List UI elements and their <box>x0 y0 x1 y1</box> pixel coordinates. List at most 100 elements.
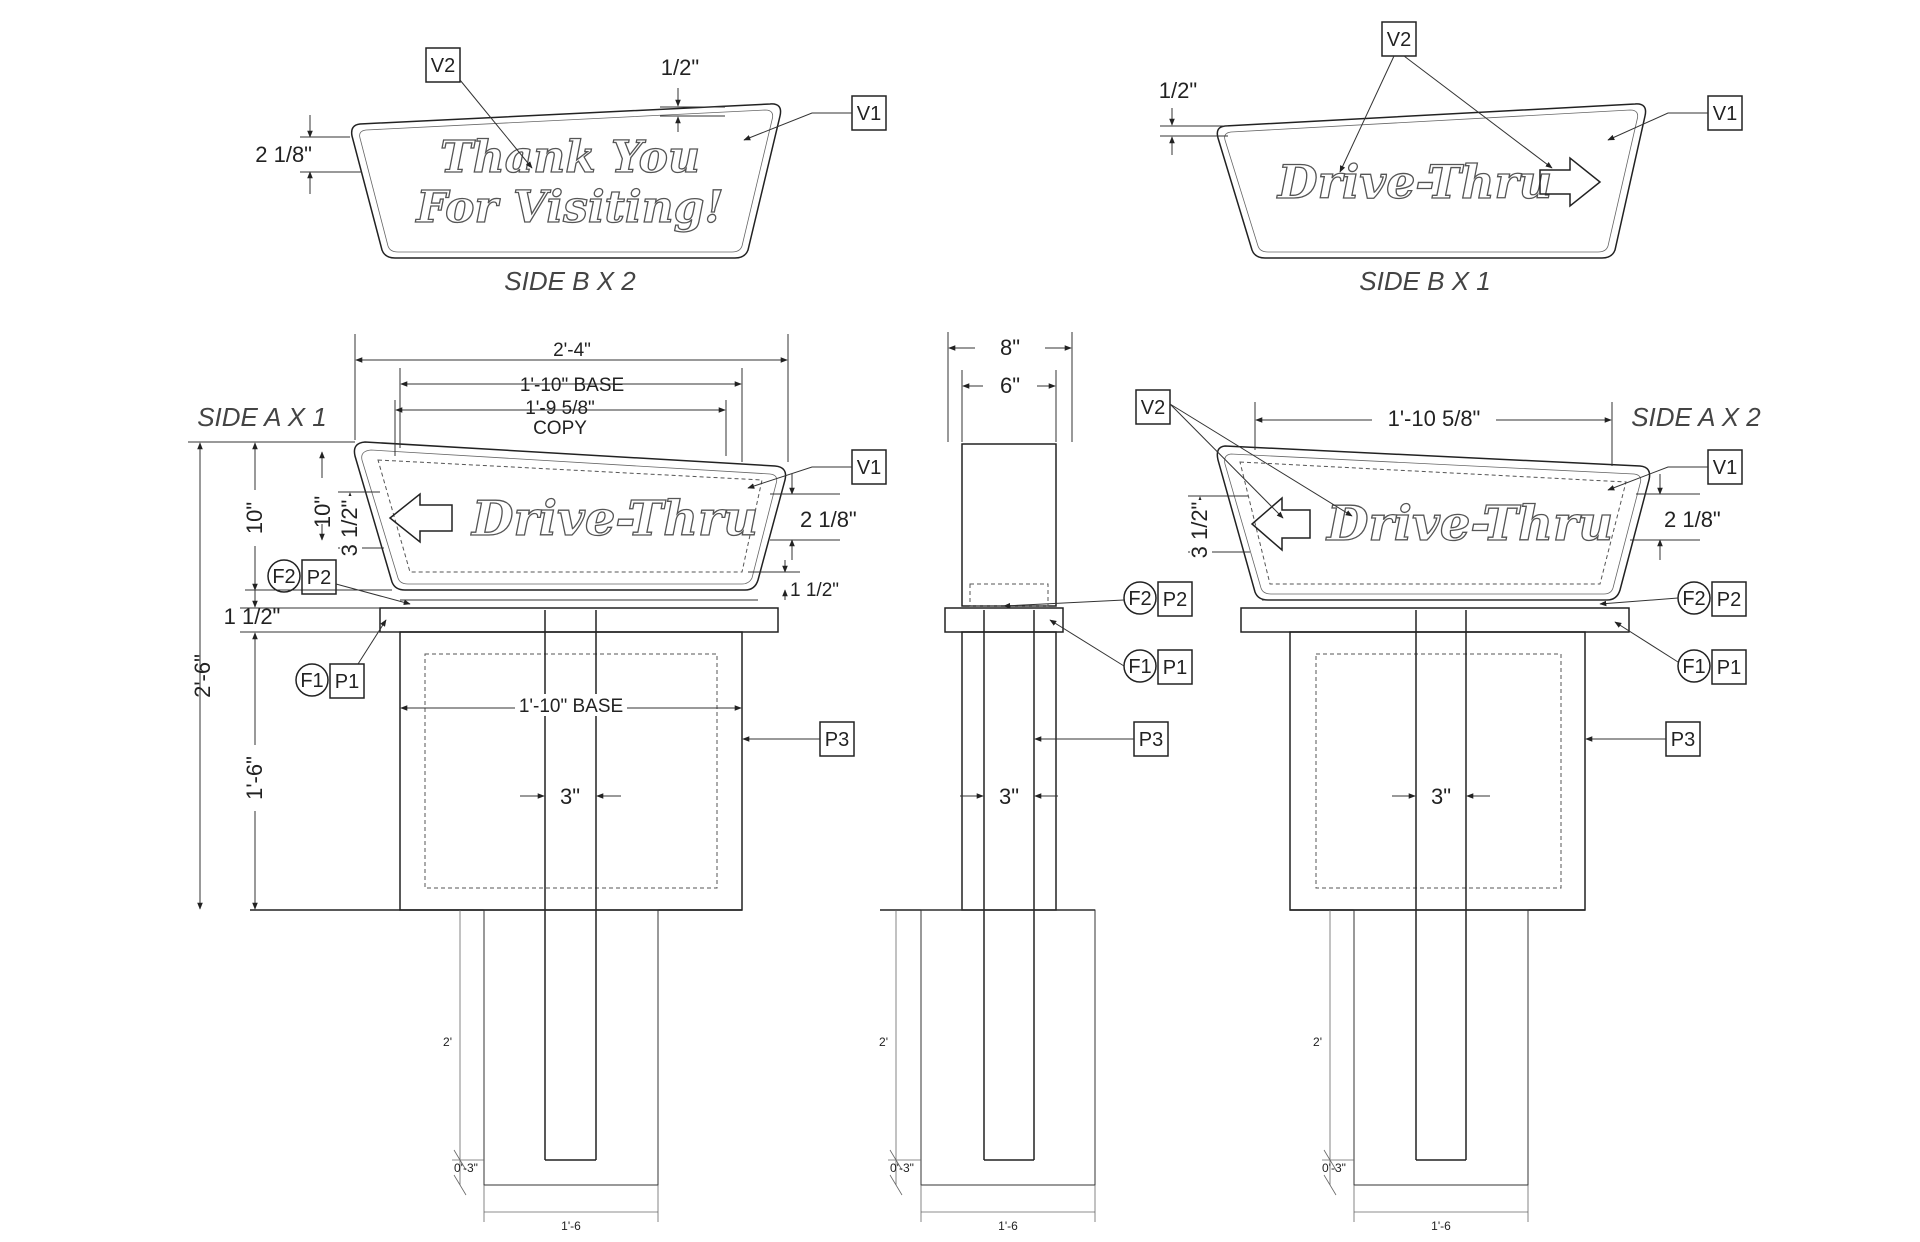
cabinet-inner <box>1315 653 1562 889</box>
leader-line <box>743 112 852 141</box>
dim-arrow: 3 1/2" <box>337 500 362 557</box>
tag-p1: P1 <box>1717 657 1741 679</box>
dim-label-bg <box>1190 500 1212 562</box>
tag-p2: P2 <box>1717 589 1741 611</box>
tag-f2: F2 <box>1682 588 1705 610</box>
dim-label-bg <box>515 694 627 716</box>
tag-p3: P3 <box>1139 729 1163 751</box>
copy: Drive-Thru <box>1276 155 1552 209</box>
copy-line-1: Thank You <box>440 132 700 183</box>
copy: Drive-Thru <box>470 491 758 547</box>
tag-v1: V1 <box>1713 103 1737 125</box>
arrow-right-icon <box>1539 156 1602 208</box>
dim-copy-label: COPY <box>533 418 587 439</box>
leader-line <box>1003 599 1125 609</box>
sign-panel <box>353 441 787 591</box>
copy-line-2: For Visiting! <box>414 182 723 233</box>
dim-label-bg <box>240 490 270 546</box>
tag-circle <box>1677 649 1711 683</box>
dim-post: 3" <box>560 784 580 809</box>
arrow-left-icon <box>1250 496 1311 552</box>
dim-bottom-gap: 1 1/2" <box>790 580 839 601</box>
arrow-left-icon <box>388 492 453 544</box>
tag-circle <box>1123 581 1157 615</box>
tag-v2: V2 <box>1141 397 1165 419</box>
tag-p3: P3 <box>1671 729 1695 751</box>
dim-footing-w: 1'-6 <box>998 1219 1018 1233</box>
tag-p2: P2 <box>307 567 331 589</box>
tag-v1: V1 <box>1713 457 1737 479</box>
tag-p1: P1 <box>1163 657 1187 679</box>
caption: SIDE B X 2 <box>504 266 636 296</box>
sign-panel-inner <box>359 109 774 253</box>
tag-f1: F1 <box>300 670 323 692</box>
leader-line <box>357 619 387 665</box>
leader-line <box>1049 619 1125 667</box>
sign-cabinet-side-inner <box>969 583 1049 607</box>
dim-footing-offset: 0'-3" <box>454 1161 478 1175</box>
tag-box <box>1135 389 1171 425</box>
tag-box <box>1711 581 1747 617</box>
dim-base: 1'-10" BASE <box>520 375 624 396</box>
footing <box>920 909 1096 1186</box>
side-b-right-elevation: Drive-Thru SIDE B X 1 1/2" V2 V1 <box>1159 21 1743 296</box>
leader-line <box>1607 466 1708 491</box>
dim-right: 2 1/8" <box>800 507 857 532</box>
dim-sign-height: 10" <box>242 502 267 534</box>
copy-area-outline <box>377 459 763 573</box>
dim-tick <box>1323 1149 1337 1171</box>
tag-f1: F1 <box>1128 656 1151 678</box>
sign-panel-inner <box>1224 109 1639 253</box>
dim-tick <box>889 1149 903 1171</box>
copy-area-outline <box>1239 461 1627 585</box>
dim-overall: 2'-4" <box>553 340 591 361</box>
dim-total-height: 2'-6" <box>190 654 215 698</box>
leader-line <box>1403 55 1553 169</box>
leader-line <box>1169 403 1353 517</box>
dim-tick <box>1323 1174 1337 1196</box>
dim-footing-h: 2' <box>879 1035 888 1049</box>
dim-footing-h: 2' <box>443 1035 452 1049</box>
tag-f1: F1 <box>1682 656 1705 678</box>
cabinet-inner <box>424 653 718 889</box>
dim-footing-w: 1'-6 <box>1431 1219 1451 1233</box>
dim-cabinet-base: 1'-10" BASE <box>519 696 623 717</box>
dim-top: 1/2" <box>1159 78 1197 103</box>
caption: SIDE B X 1 <box>1359 266 1491 296</box>
tag-v1: V1 <box>857 457 881 479</box>
leader-line <box>1599 597 1679 607</box>
copy: Drive-Thru <box>1325 496 1613 552</box>
cabinet-side <box>961 631 1057 911</box>
leader-line <box>747 466 852 489</box>
tag-circle <box>267 559 301 593</box>
dim-arrow: 3 1/2" <box>1187 502 1212 559</box>
dim-footing-h: 2' <box>1313 1035 1322 1049</box>
side-b-left-elevation: Thank You For Visiting! SIDE B X 2 2 1/8… <box>255 47 887 296</box>
dim-footing-offset: 0'-3" <box>890 1161 914 1175</box>
tag-v1: V1 <box>857 103 881 125</box>
tag-v2: V2 <box>431 55 455 77</box>
tag-box <box>1381 21 1417 57</box>
dim-cabinet-height: 1'-6" <box>242 756 267 800</box>
sign-panel <box>350 103 782 259</box>
tag-circle <box>295 663 329 697</box>
caption: SIDE A X 1 <box>197 402 327 432</box>
leader-line <box>1614 621 1679 663</box>
dim-post: 3" <box>1431 784 1451 809</box>
dim-label-bg <box>306 478 336 524</box>
leader-line <box>459 79 533 169</box>
tag-box <box>1157 649 1193 685</box>
leader-line <box>1607 112 1708 141</box>
dim-cap: 1 1/2" <box>224 604 281 629</box>
dim-right: 2 1/8" <box>1664 507 1721 532</box>
caption: SIDE A X 2 <box>1631 402 1761 432</box>
leader-line <box>335 583 411 606</box>
tag-p1: P1 <box>335 671 359 693</box>
cap-plate <box>1240 607 1630 633</box>
tag-f2: F2 <box>272 566 295 588</box>
dim-left: 2 1/8" <box>255 142 312 167</box>
cabinet <box>399 631 743 911</box>
sign-panel <box>1216 103 1647 259</box>
dim-width: 1'-10 5/8" <box>1388 406 1481 431</box>
